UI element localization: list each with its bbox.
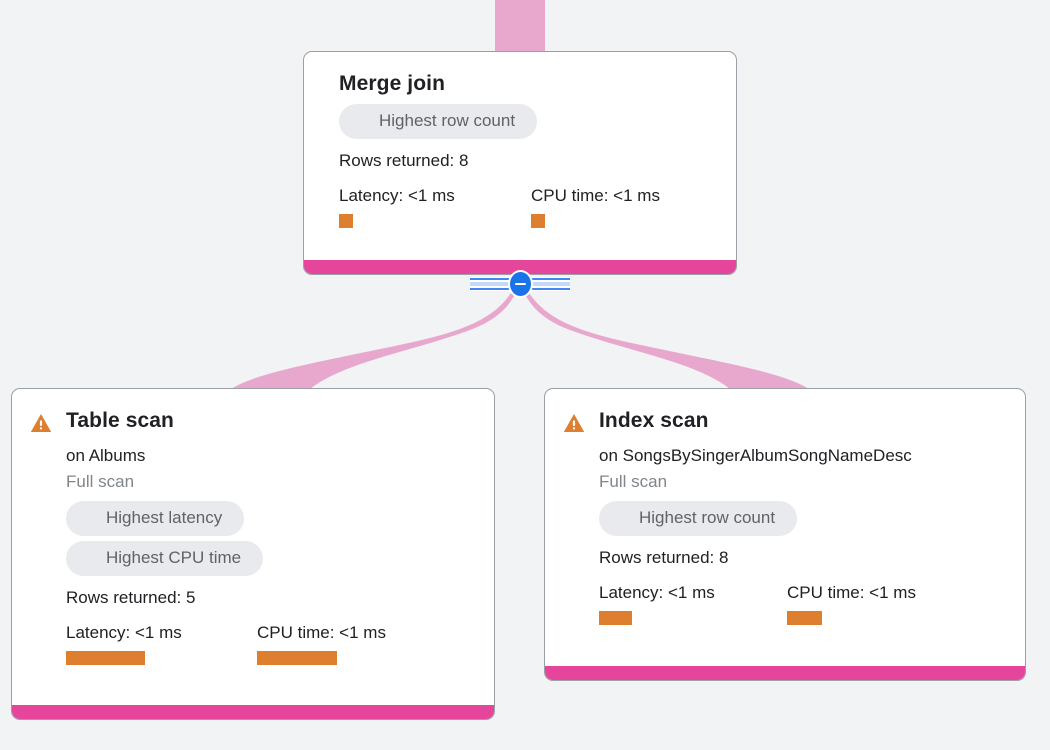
edge-merge-join-to-table-scan: [231, 284, 519, 389]
node-body: Index scan on SongsBySingerAlbumSongName…: [545, 389, 1025, 666]
metrics-row: Latency: <1 ms CPU time: <1 ms: [339, 185, 718, 228]
node-body: Table scan on Albums Full scan Highest l…: [12, 389, 494, 705]
metric-latency: Latency: <1 ms: [339, 185, 531, 228]
node-footer-bar: [545, 666, 1025, 680]
edge-merge-join-to-index-scan: [521, 284, 809, 389]
metrics-row: Latency: <1 ms CPU time: <1 ms: [66, 622, 476, 665]
node-card-table-scan[interactable]: Table scan on Albums Full scan Highest l…: [11, 388, 495, 720]
chip-stack: Highest row count: [599, 501, 1007, 536]
badge-highest-row-count: Highest row count: [599, 501, 798, 536]
metric-latency-label: Latency: <1 ms: [66, 623, 182, 642]
metric-cpu-time-label: CPU time: <1 ms: [531, 186, 660, 205]
warning-slot: [30, 407, 66, 433]
metric-cpu-time-label: CPU time: <1 ms: [257, 623, 386, 642]
node-title: Table scan: [66, 409, 174, 432]
badge-highest-latency: Highest latency: [66, 501, 245, 536]
chip-stack: Highest latency Highest CPU time: [66, 501, 476, 576]
node-subtitle: on Albums: [66, 446, 146, 465]
metric-cpu-time-bar: [787, 611, 822, 625]
badge-highest-cpu-time: Highest CPU time: [66, 541, 264, 576]
node-content: Table scan on Albums Full scan Highest l…: [66, 407, 476, 665]
metric-latency: Latency: <1 ms: [66, 622, 257, 665]
metric-cpu-time: CPU time: <1 ms: [531, 185, 660, 228]
metric-latency: Latency: <1 ms: [599, 582, 787, 625]
warning-slot: [563, 407, 599, 433]
node-card-index-scan[interactable]: Index scan on SongsBySingerAlbumSongName…: [544, 388, 1026, 681]
metric-cpu-time: CPU time: <1 ms: [787, 582, 916, 625]
node-title: Index scan: [599, 409, 709, 432]
rows-returned-label: Rows returned: 8: [339, 151, 469, 170]
badge-highest-row-count: Highest row count: [339, 104, 538, 139]
warning-triangle-icon: [30, 414, 52, 432]
warning-triangle-icon: [563, 414, 585, 432]
metrics-row: Latency: <1 ms CPU time: <1 ms: [599, 582, 1007, 625]
node-content: Index scan on SongsBySingerAlbumSongName…: [599, 407, 1007, 625]
node-footer-bar: [12, 705, 494, 719]
node-content: Merge join Highest row count Rows return…: [322, 70, 718, 228]
node-footer-bar: [304, 260, 736, 274]
metric-latency-bar: [599, 611, 632, 625]
node-scan-type: Full scan: [599, 472, 668, 491]
metric-cpu-time-bar: [531, 214, 545, 228]
edge-incoming-merge-join: [495, 0, 545, 52]
metric-latency-label: Latency: <1 ms: [339, 186, 455, 205]
metric-latency-bar: [66, 651, 145, 665]
metric-cpu-time-bar: [257, 651, 337, 665]
minus-icon[interactable]: [508, 270, 533, 298]
node-body: Merge join Highest row count Rows return…: [304, 52, 736, 260]
minus-glyph: [515, 282, 526, 286]
node-card-merge-join[interactable]: Merge join Highest row count Rows return…: [303, 51, 737, 275]
node-title: Merge join: [339, 72, 446, 95]
rows-returned-label: Rows returned: 8: [599, 548, 729, 567]
metric-latency-bar: [339, 214, 353, 228]
metric-latency-label: Latency: <1 ms: [599, 583, 715, 602]
metric-cpu-time: CPU time: <1 ms: [257, 622, 386, 665]
chip-stack: Highest row count: [339, 104, 718, 139]
rows-returned-label: Rows returned: 5: [66, 588, 196, 607]
node-subtitle: on SongsBySingerAlbumSongNameDesc: [599, 446, 912, 465]
node-scan-type: Full scan: [66, 472, 135, 491]
collapse-expand-toggle[interactable]: [470, 270, 570, 298]
metric-cpu-time-label: CPU time: <1 ms: [787, 583, 916, 602]
